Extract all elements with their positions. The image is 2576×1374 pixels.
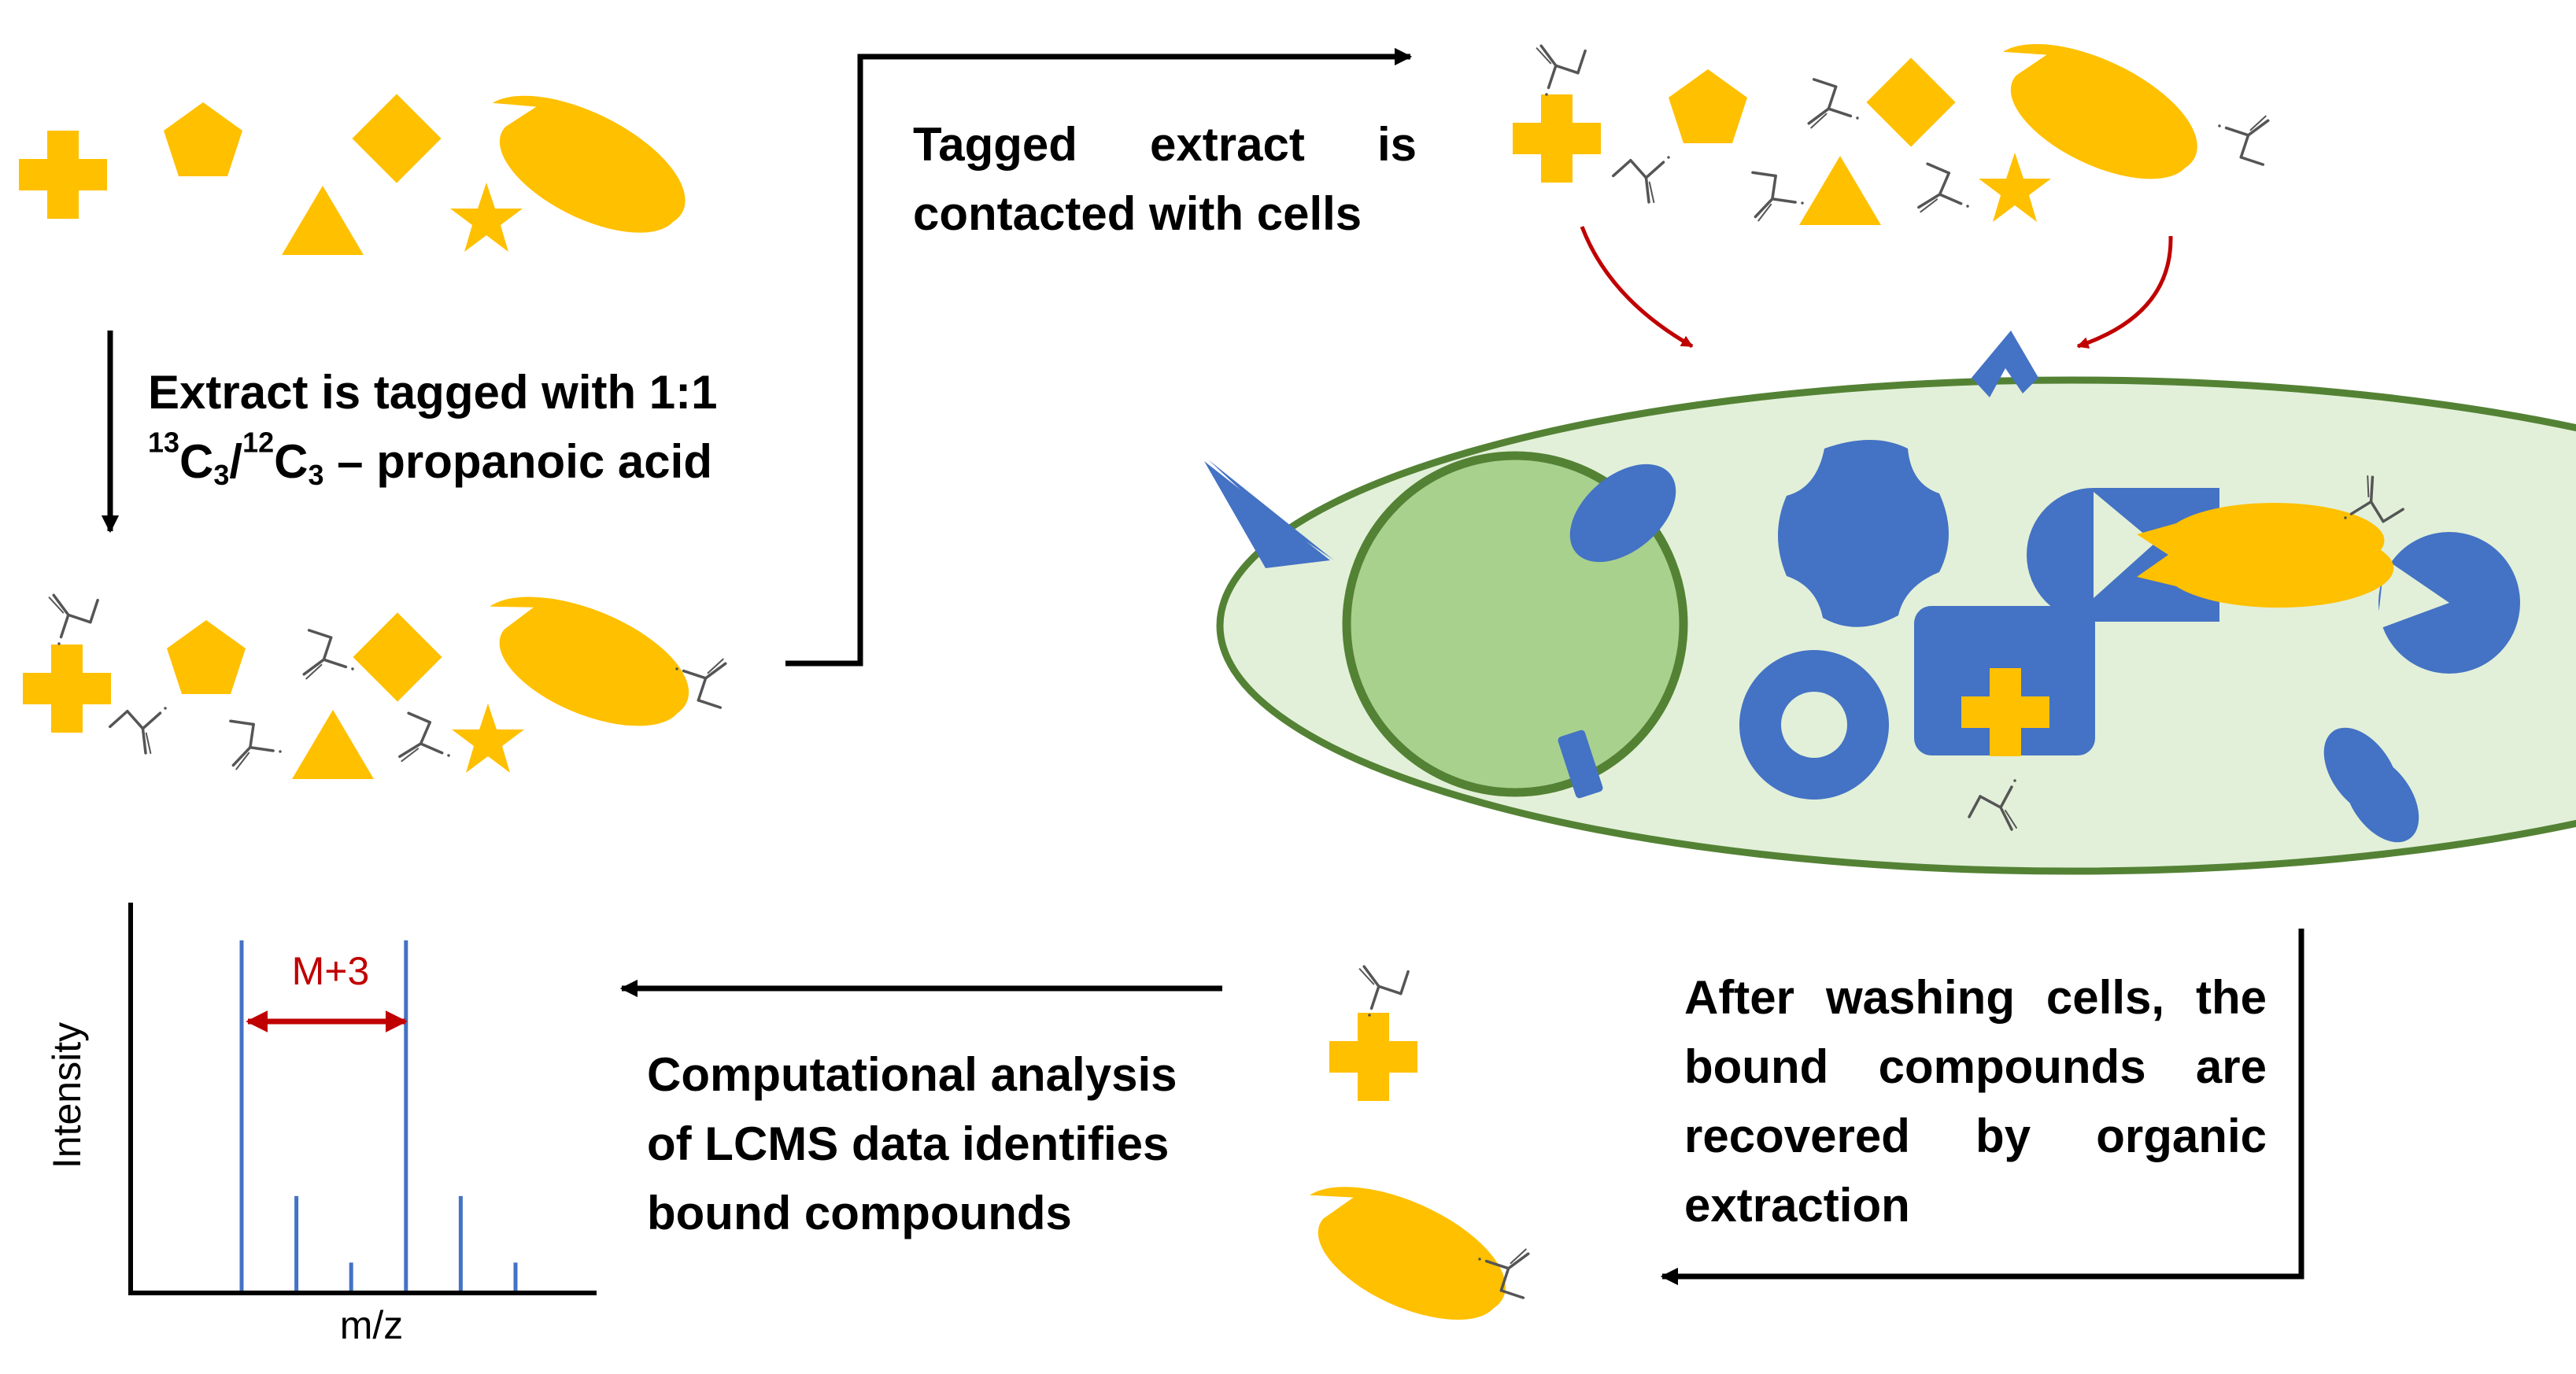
iso-slash: / (229, 435, 243, 488)
recovered-compounds (1282, 958, 1537, 1345)
contact-step-label: Tagged extract is contacted with cells (913, 110, 1417, 249)
triangle-compound-icon (282, 186, 364, 255)
spectrum-chart (128, 903, 597, 1295)
recovery-line-3: recovered by organic (1684, 1110, 2267, 1162)
analysis-line-1: Computational analysis (647, 1048, 1177, 1101)
cell (1216, 376, 2576, 875)
spectrum-axes (128, 903, 597, 1295)
cross-compound-icon (19, 131, 107, 219)
tagging-line-1: Extract is tagged with 1:1 (148, 366, 718, 419)
spectrum-x-label: m/z (339, 1303, 404, 1347)
tagged-compounds (23, 572, 734, 779)
analysis-line-3: bound compounds (647, 1187, 1072, 1239)
analysis-line-2: of LCMS data identifies (647, 1117, 1170, 1170)
tagging-reagent: – propanoic acid (323, 435, 712, 488)
pentagon-compound-icon (164, 102, 242, 176)
contact-line-2: contacted with cells (913, 187, 1362, 240)
recovery-step-label: After washing cells, the bound compounds… (1684, 963, 2267, 1240)
iso-a-mass: 13 (148, 426, 180, 459)
contact-arrow (785, 47, 1413, 667)
tagging-line-2: 13C3/12C3 – propanoic acid (148, 427, 841, 497)
untagged-compounds (19, 70, 705, 259)
iso-a-element: C (179, 435, 214, 488)
protein-receptor-icon (1208, 460, 1334, 560)
analysis-step-label: Computational analysis of LCMS data iden… (647, 1040, 1261, 1248)
spectrum-y-label: Intensity (45, 1021, 89, 1169)
binding-arrow-left (1580, 226, 1694, 349)
spectrum-peaks (239, 940, 518, 1291)
iso-b-count: 3 (308, 459, 324, 491)
binding-arrow-right (2076, 235, 2173, 349)
iso-b-mass: 12 (242, 426, 275, 459)
m-plus-3-label: M+3 (291, 949, 370, 993)
tagged-extract-top (1513, 18, 2277, 225)
diamond-compound-icon (352, 94, 442, 183)
recovery-line-4: extraction (1684, 1179, 1910, 1232)
tagging-step-label: Extract is tagged with 1:1 13C3/12C3 – p… (148, 358, 841, 497)
iso-a-count: 3 (213, 459, 230, 491)
contact-line-1: Tagged extract is (913, 118, 1417, 171)
iso-b-element: C (274, 435, 309, 488)
recovery-line-1: After washing cells, the (1684, 971, 2267, 1024)
recovery-arrow (1660, 929, 2304, 1286)
recovery-line-2: bound compounds are (1684, 1040, 2267, 1093)
star-compound-icon (450, 183, 523, 252)
